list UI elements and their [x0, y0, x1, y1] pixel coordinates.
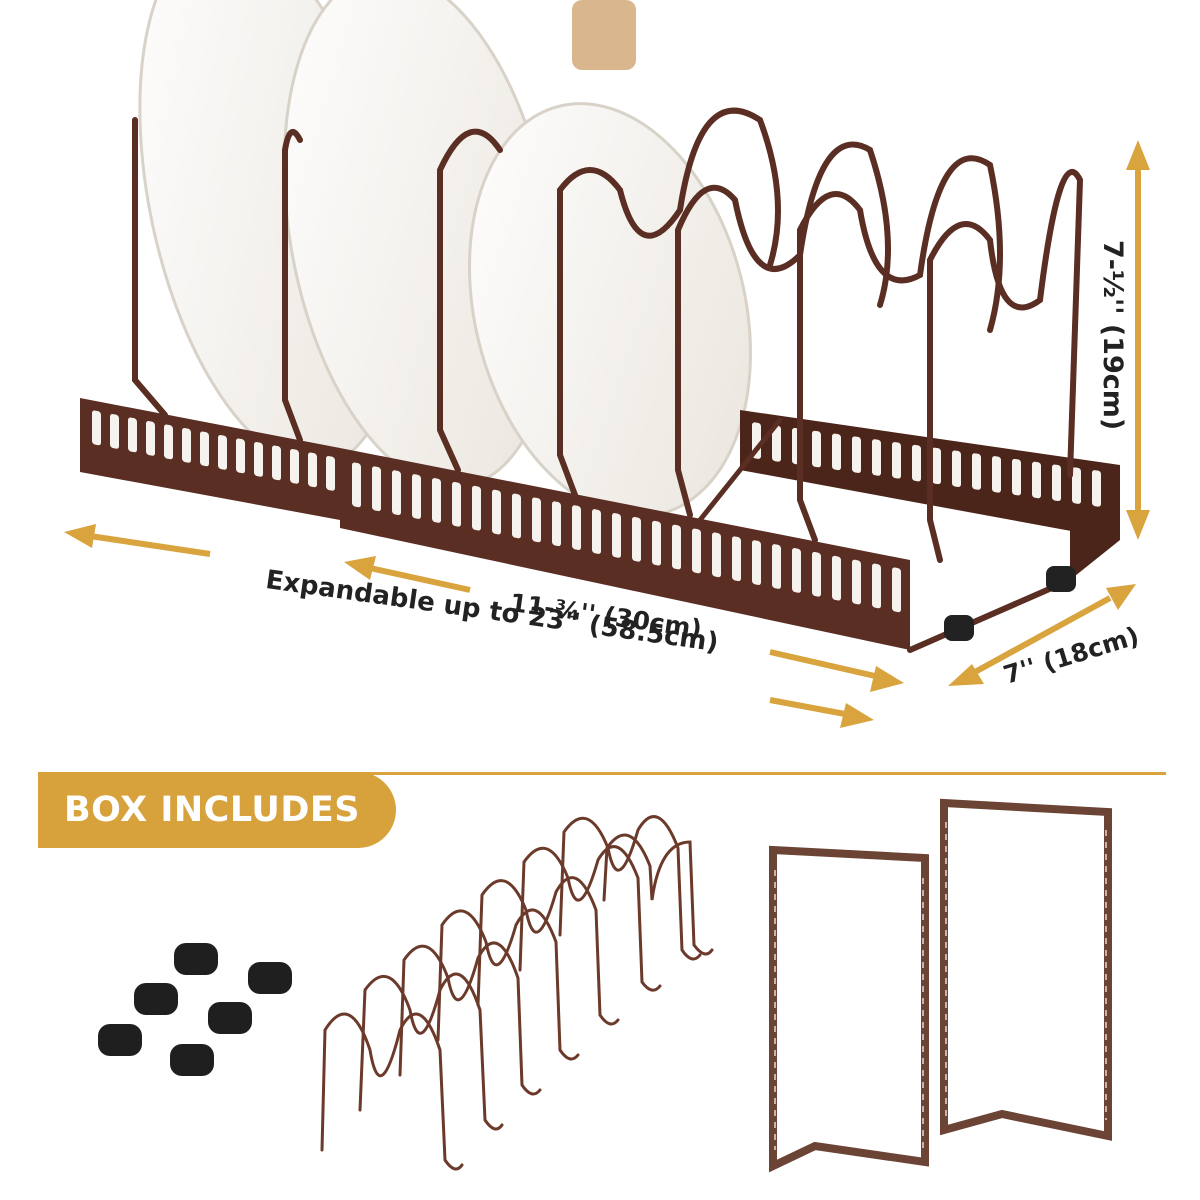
included-divider-5: [476, 876, 620, 1026]
rack-crossbar: [697, 417, 783, 523]
included-divider-4: [436, 908, 580, 1061]
divider-7: [927, 169, 1084, 563]
wire-dividers: [132, 107, 1084, 653]
included-divider-7: [558, 815, 702, 961]
arrow-length-right: [769, 649, 904, 692]
dimension-arrows: [64, 140, 1150, 728]
included-rail-slots: [774, 822, 1107, 1150]
included-rails: [769, 798, 1112, 1173]
rack-rail-left: [80, 398, 340, 520]
box-includes-banner: BOX INCLUDES: [38, 772, 396, 848]
rack-rail-front: [340, 448, 910, 650]
arrow-width: [948, 584, 1136, 686]
included-foot-3: [134, 983, 178, 1015]
included-divider-2: [358, 972, 504, 1131]
arrow-length-left: [344, 556, 471, 593]
divider-1: [132, 117, 168, 418]
included-foot-2: [248, 962, 292, 994]
included-rubber-feet: [98, 943, 292, 1076]
divider-6: [797, 155, 1003, 543]
divider-3: [437, 128, 503, 473]
included-divider-1: [320, 1012, 464, 1171]
rack-slots: [92, 410, 1101, 613]
rubber-feet: [944, 566, 1076, 641]
box-includes-title: BOX INCLUDES: [64, 790, 360, 830]
included-rail-1: [769, 845, 929, 1173]
foot-1: [944, 615, 974, 641]
arrow-expand-left: [64, 524, 211, 557]
rack-rail-side: [1070, 465, 1120, 580]
included-dividers: [320, 815, 714, 1171]
divider-4: [557, 107, 781, 498]
section-divider: [38, 772, 1166, 775]
included-rail-2: [940, 798, 1112, 1141]
arrow-height: [1126, 140, 1150, 540]
height-dimension-label: 7-½'' (19cm): [1097, 240, 1128, 431]
included-divider-6: [518, 845, 662, 992]
rack-rod-front: [907, 577, 1073, 653]
included-divider-3: [398, 941, 542, 1096]
included-foot-5: [98, 1024, 142, 1056]
included-foot-6: [170, 1044, 214, 1076]
arrow-expand-right: [769, 697, 874, 728]
pan-handle: [572, 0, 636, 70]
included-foot-1: [174, 943, 218, 975]
included-foot-4: [208, 1002, 252, 1034]
divider-2: [282, 129, 303, 443]
foot-2: [1046, 566, 1076, 592]
included-divider-8: [602, 833, 714, 956]
